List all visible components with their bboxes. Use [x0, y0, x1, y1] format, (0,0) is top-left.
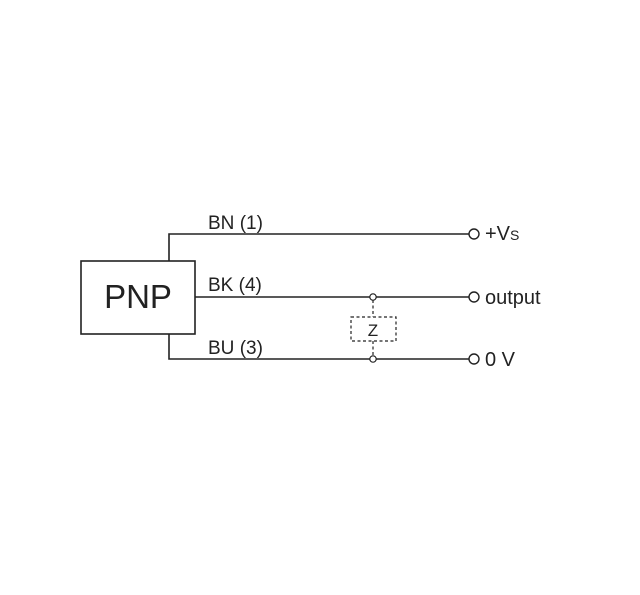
- terminal-vs: [468, 228, 480, 240]
- terminal-output-label: output: [485, 287, 541, 309]
- junction-0v: [369, 355, 377, 363]
- wire-bu: [168, 334, 469, 360]
- wire-bk-label: BK (4): [208, 275, 262, 296]
- terminal-vs-label: +VS: [485, 223, 519, 245]
- sensor-type-label: PNP: [104, 278, 172, 315]
- load-box: [350, 316, 397, 342]
- wire-bn-label: BN (1): [208, 213, 263, 234]
- wire-bn: [168, 233, 469, 261]
- load-label: Z: [368, 321, 378, 340]
- terminal-0v-label: 0 V: [485, 349, 516, 371]
- junction-output: [369, 293, 377, 301]
- sensor-box: [80, 260, 196, 335]
- terminal-0v: [468, 353, 480, 365]
- wire-bu-label: BU (3): [208, 338, 263, 359]
- terminal-output: [468, 291, 480, 303]
